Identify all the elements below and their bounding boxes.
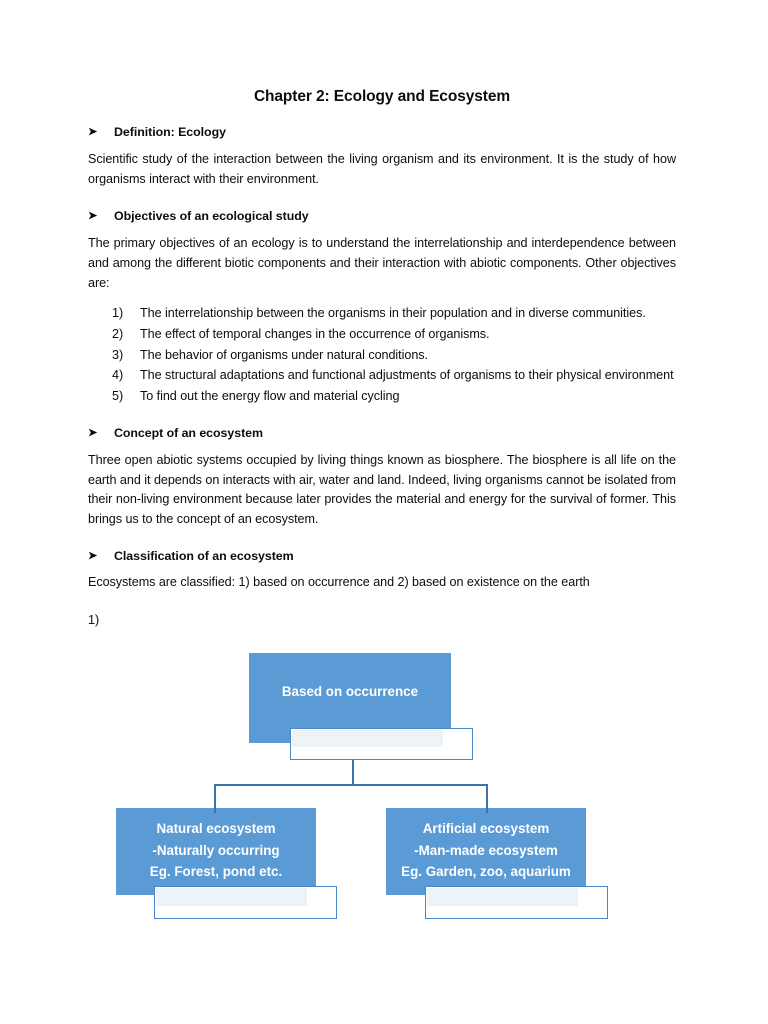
arrow-bullet-icon: ➤ [88, 426, 98, 439]
list-item: 5) To find out the energy flow and mater… [88, 387, 676, 407]
section-heading-label: Concept of an ecosystem [114, 425, 263, 440]
connector-horizontal [214, 784, 488, 786]
paragraph-concept: Three open abiotic systems occupied by l… [88, 452, 676, 527]
section-heading-concept: ➤ Concept of an ecosystem [88, 426, 676, 440]
section-heading-classification: ➤ Classification of an ecosystem [88, 549, 676, 563]
node-label-line1: Natural ecosystem [156, 821, 276, 836]
diagram-node-artificial-ecosystem: Artificial ecosystem -Man-made ecosystem… [386, 808, 586, 895]
paragraph-definition: Scientific study of the interaction betw… [88, 152, 676, 186]
node-label-line3: Eg. Garden, zoo, aquarium [401, 864, 571, 880]
list-item-marker: 2) [112, 327, 124, 342]
page-title: Chapter 2: Ecology and Ecosystem [253, 88, 511, 105]
node-background [386, 808, 586, 895]
node-label: Based on occurrence [281, 684, 419, 699]
list-item-text: The interrelationship between the organi… [140, 306, 646, 321]
overlay-rectangle-left [154, 886, 337, 919]
node-label-line3: Eg. Forest, pond etc. [149, 864, 283, 880]
arrow-bullet-icon: ➤ [88, 126, 98, 138]
node-label: Artificial ecosystem -Man-made ecosystem… [276, 818, 696, 883]
list-item-text: The effect of temporal changes in the oc… [140, 327, 490, 342]
node-label-line2: -Naturally occurring [152, 842, 280, 858]
list-item-marker: 3) [112, 347, 124, 362]
objectives-list: 1) The interrelationship between the org… [88, 304, 676, 406]
arrow-bullet-icon: ➤ [88, 550, 98, 563]
list-item-text: To find out the energy flow and material… [140, 389, 400, 404]
classification-item-number: 1) [88, 613, 100, 628]
list-item-marker: 5) [112, 389, 124, 404]
list-item: 4) The structural adaptations and functi… [88, 366, 676, 386]
section-heading-label: Definition: Ecology [114, 125, 226, 139]
section-heading-label: Classification of an ecosystem [114, 549, 294, 564]
list-item: 3) The behavior of organisms under natur… [88, 346, 676, 366]
list-item-text: The behavior of organisms under natural … [140, 347, 428, 362]
node-label-line1: Artificial ecosystem [422, 821, 550, 836]
list-item-marker: 1) [112, 306, 124, 321]
section-heading-definition: ➤ Definition: Ecology [88, 125, 676, 139]
paragraph-objectives: The primary objectives of an ecology is … [88, 235, 676, 290]
connector-left-vertical [214, 784, 216, 813]
connector-right-vertical [486, 784, 488, 813]
node-label-line2: -Man-made ecosystem [414, 842, 558, 858]
document-body: Chapter 2: Ecology and Ecosystem ➤ Defin… [88, 0, 676, 631]
section-heading-label: Objectives of an ecological study [114, 208, 309, 223]
list-item: 1) The interrelationship between the org… [88, 304, 676, 324]
list-item-text: The structural adaptations and functiona… [140, 368, 674, 383]
overlay-rectangle-right [425, 886, 608, 919]
paragraph-classification: Ecosystems are classified: 1) based on o… [88, 575, 590, 590]
list-item-marker: 4) [112, 368, 124, 383]
overlay-rectangle-root [290, 728, 473, 760]
diagram-node-natural-ecosystem: Natural ecosystem -Naturally occurring E… [116, 808, 316, 895]
ecosystem-classification-diagram: Based on occurrence Natural ecosystem -N… [0, 645, 768, 935]
node-label: Natural ecosystem -Naturally occurring E… [6, 818, 426, 883]
list-item: 2) The effect of temporal changes in the… [88, 325, 676, 345]
node-background [116, 808, 316, 895]
arrow-bullet-icon: ➤ [88, 209, 98, 222]
section-heading-objectives: ➤ Objectives of an ecological study [88, 209, 676, 223]
